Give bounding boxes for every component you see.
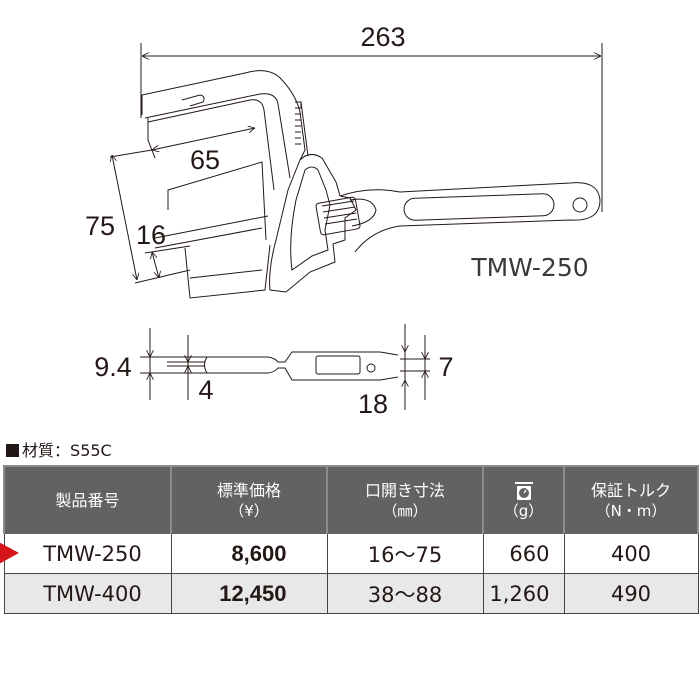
depth-dimension-line <box>152 128 255 150</box>
max-opening-dimension-line <box>112 155 137 280</box>
header-model: 製品番号 <box>3 465 172 534</box>
scale-icon <box>514 481 533 500</box>
dim-overall-length: 263 <box>360 22 405 52</box>
jaw-inner <box>147 99 275 191</box>
slide-jaw-body <box>269 154 357 293</box>
dim-head-thickness: 9.4 <box>94 352 132 382</box>
head-inner-outline <box>144 93 291 179</box>
handle-outline <box>339 182 601 253</box>
side-worm <box>315 355 361 375</box>
wrench-side-view <box>140 324 430 410</box>
header-price: 標準価格（¥） <box>170 465 328 534</box>
material-separator: ： <box>54 441 71 460</box>
material-spec: 材質：S55C <box>6 437 112 461</box>
cell-weight: 660 <box>482 534 565 574</box>
table-header-row: 製品番号 標準価格（¥） 口開き寸法（㎜） （g） 保証トルク（N・m） <box>3 465 699 534</box>
cell-torque: 400 <box>563 534 699 574</box>
table-row: TMW-250 8,600 16～75 660 400 <box>3 534 699 574</box>
dim-max-opening: 75 <box>85 211 115 241</box>
cell-torque: 490 <box>563 573 699 614</box>
dim-min-opening: 16 <box>136 220 166 250</box>
cell-opening: 38～88 <box>326 573 484 614</box>
extension-line <box>144 245 191 254</box>
dim-handle-thickness: 7 <box>438 352 453 382</box>
hanging-hole <box>572 197 588 213</box>
table-row: TMW-400 12,450 38～88 1,260 490 <box>3 573 699 614</box>
dim-tip-thickness: 4 <box>198 375 213 405</box>
min-opening-dimension-line <box>152 252 159 278</box>
wrench-top-view <box>109 43 603 299</box>
extension-line <box>134 269 191 284</box>
spec-table: 製品番号 標準価格（¥） 口開き寸法（㎜） （g） 保証トルク（N・m） TMW… <box>3 465 699 614</box>
side-profile-top <box>205 351 399 363</box>
adjusting-worm <box>315 196 361 236</box>
material-value: S55C <box>70 441 112 460</box>
cell-model: TMW-250 <box>3 534 172 574</box>
cell-opening: 16～75 <box>326 534 484 574</box>
dim-jaw-depth: 65 <box>190 145 220 175</box>
extension-line <box>109 149 153 158</box>
header-opening: 口開き寸法（㎜） <box>326 465 484 534</box>
lower-jaw <box>167 161 267 241</box>
bullet-square-icon <box>6 444 19 457</box>
cell-weight: 1,260 <box>482 573 565 614</box>
rack-teeth <box>295 101 302 145</box>
dim-handle-width: 18 <box>358 389 388 419</box>
header-torque: 保証トルク（N・m） <box>563 465 699 534</box>
handle-slot <box>403 193 555 221</box>
cell-price: 8,600 <box>170 534 328 574</box>
wrench-technical-drawing: 263 65 75 16 TMW-250 9.4 4 7 18 <box>85 22 603 419</box>
cell-price: 12,450 <box>170 573 328 614</box>
drawing-model-label: TMW-250 <box>470 253 588 282</box>
cell-model: TMW-400 <box>3 573 172 614</box>
material-label: 材質 <box>22 441 55 460</box>
header-weight: （g） <box>482 465 565 534</box>
highlight-arrow-icon <box>0 541 19 565</box>
